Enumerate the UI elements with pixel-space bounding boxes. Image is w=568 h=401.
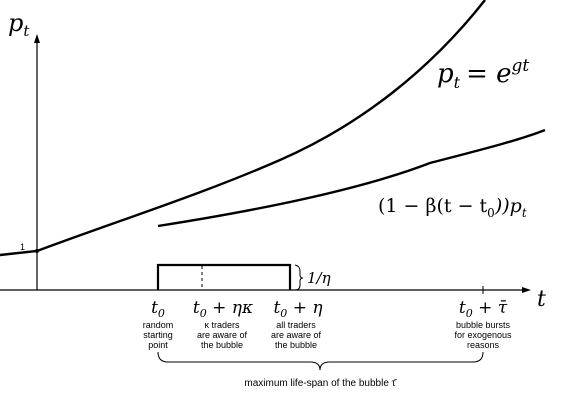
decay-curve-label: (1 − β(t − t0))pt <box>378 195 527 220</box>
timeline-note: random <box>143 320 174 330</box>
timeline-label-eta: t0 + η all traders are aware of the bubb… <box>271 298 323 350</box>
timeline-label-t0: t0 random starting point <box>143 298 174 350</box>
x-axis-arrow <box>522 287 531 293</box>
timeline-math: t0 + η <box>273 298 323 320</box>
axes <box>0 34 531 293</box>
x-axis-label: t <box>537 287 546 312</box>
timeline-note: κ traders <box>204 320 240 330</box>
height-brace <box>294 264 304 291</box>
exp-price-curve <box>0 0 486 257</box>
timeline-math: t0 + τ̄ <box>459 298 508 320</box>
origin-point <box>35 249 39 253</box>
timeline-note: for exogenous <box>454 330 512 340</box>
lifespan-brace <box>157 351 484 371</box>
timeline-note: are aware of <box>271 330 322 340</box>
y-axis-arrow <box>34 34 40 43</box>
exp-curve-label: pt= egt <box>437 56 529 92</box>
timeline-note: the bubble <box>201 340 243 350</box>
timeline-note: are aware of <box>197 330 248 340</box>
bubble-path-curve <box>157 128 546 228</box>
height-label: 1/η <box>307 269 331 287</box>
timeline-label-eta-kappa: t0 + ηκ κ traders are aware of the bubbl… <box>193 298 253 350</box>
timeline-note: all traders <box>276 320 316 330</box>
y-tick-label-one: 1 <box>20 242 25 252</box>
timeline-math: t0 + ηκ <box>193 298 253 320</box>
timeline-note: point <box>148 340 168 350</box>
timeline-label-tau-bar: t0 + τ̄ bubble bursts for exogenous reas… <box>454 298 512 350</box>
lifespan-caption: maximum life-span of the bubble τ̄ <box>244 378 397 389</box>
timeline-note: reasons <box>467 340 500 350</box>
distribution-box <box>156 263 292 290</box>
timeline-math: t0 <box>151 298 165 320</box>
y-axis-label: pt <box>8 9 30 40</box>
timeline-note: bubble bursts <box>456 320 511 330</box>
timeline-note: the bubble <box>275 340 317 350</box>
uniform-distribution: 1/η <box>156 263 331 291</box>
timeline-note: starting <box>143 330 173 340</box>
